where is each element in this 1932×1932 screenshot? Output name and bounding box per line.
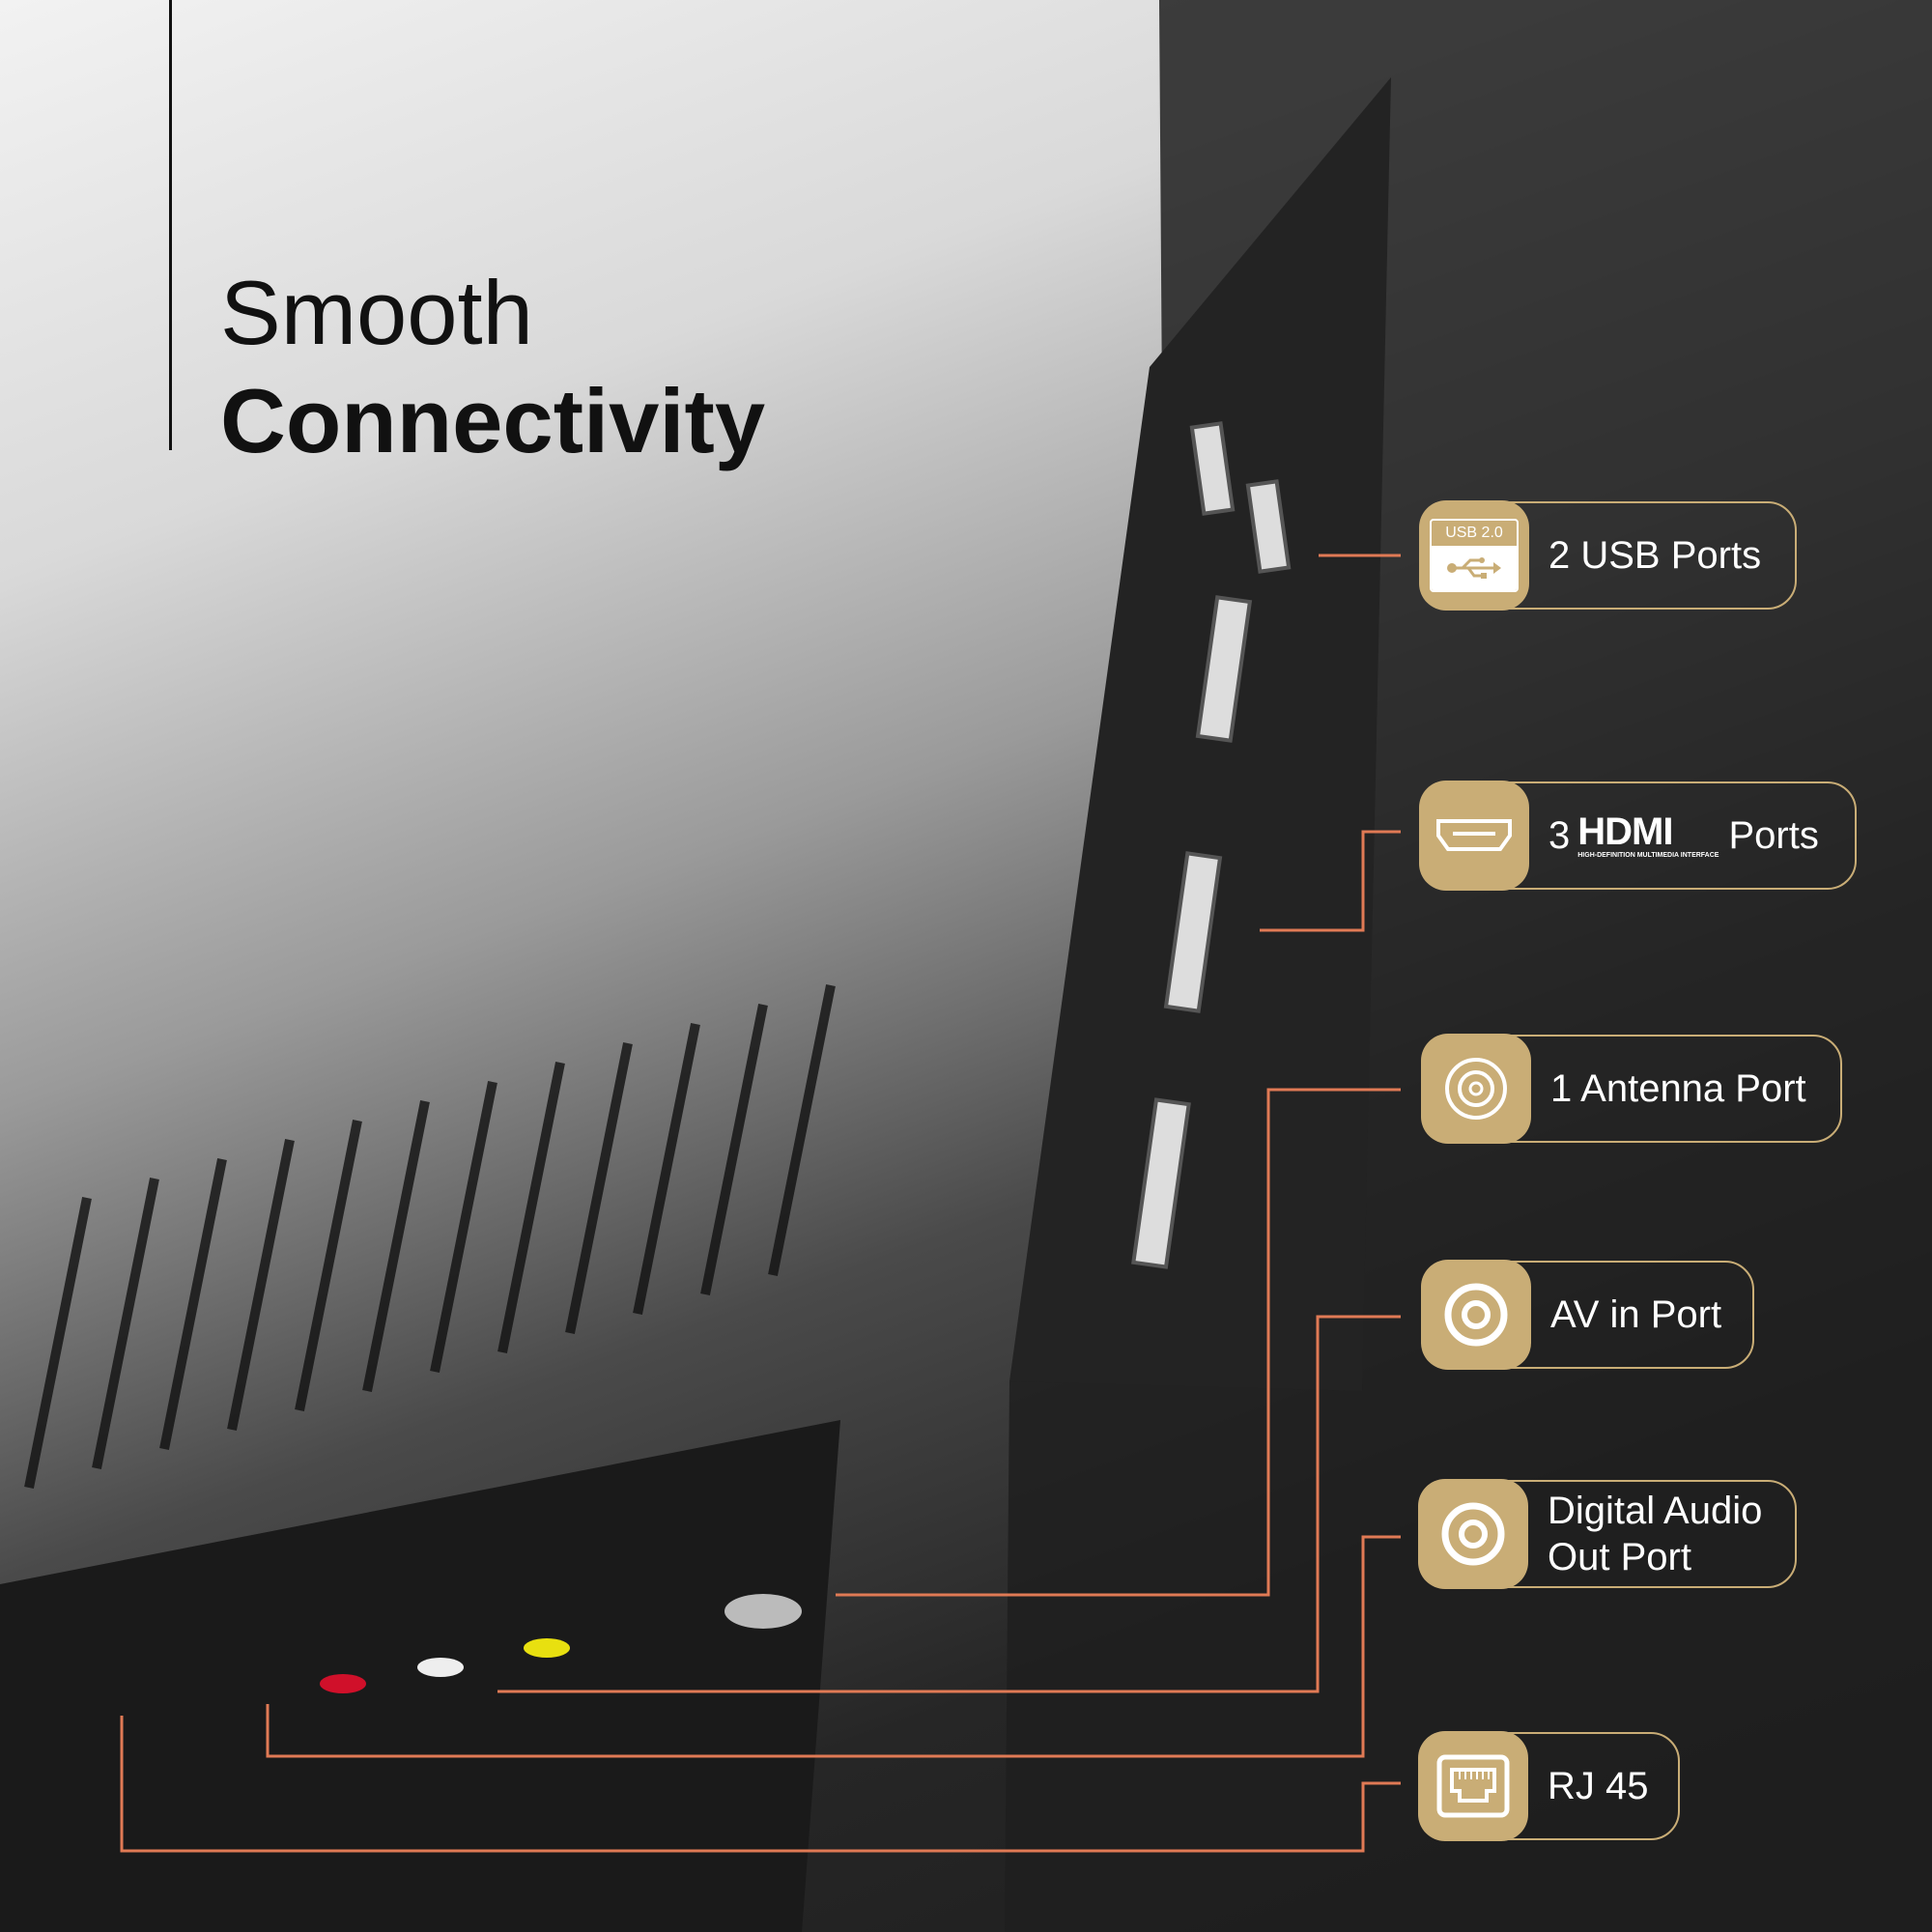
vent-slots bbox=[24, 984, 836, 1489]
hdmi-suffix: Ports bbox=[1728, 814, 1819, 857]
port-label: RJ 45 bbox=[1548, 1765, 1649, 1807]
tv-bottom-panel bbox=[0, 1420, 840, 1932]
port-card-hdmi: 3 HDMI HIGH-DEFINITION MULTIMEDIA INTERF… bbox=[1419, 781, 1857, 891]
optical-icon bbox=[1418, 1479, 1528, 1589]
port-label: 3 HDMI HIGH-DEFINITION MULTIMEDIA INTERF… bbox=[1548, 812, 1819, 860]
port-card-av: AV in Port bbox=[1421, 1260, 1754, 1370]
av-icon bbox=[1421, 1260, 1531, 1370]
hdmi-logo-tagline: HIGH-DEFINITION MULTIMEDIA INTERFACE bbox=[1577, 851, 1719, 859]
usb-icon: USB 2.0 bbox=[1419, 500, 1529, 611]
connector-lines bbox=[120, 554, 1401, 1853]
rca-jacks bbox=[320, 1594, 802, 1693]
port-label-line-2: Out Port bbox=[1548, 1536, 1691, 1578]
port-openings bbox=[1131, 421, 1292, 1269]
usb-symbol bbox=[1432, 546, 1517, 590]
usb-badge: USB 2.0 bbox=[1445, 525, 1503, 541]
antenna-icon bbox=[1421, 1034, 1531, 1144]
port-card-usb: USB 2.0 2 USB Ports bbox=[1419, 500, 1797, 611]
hdmi-icon bbox=[1419, 781, 1529, 891]
port-label: AV in Port bbox=[1550, 1293, 1722, 1336]
port-label: 1 Antenna Port bbox=[1550, 1067, 1806, 1110]
port-label-line-1: Digital Audio bbox=[1548, 1490, 1763, 1532]
port-label: Digital Audio Out Port bbox=[1548, 1488, 1762, 1580]
accent-divider bbox=[169, 0, 172, 450]
port-card-rj45: RJ 45 bbox=[1418, 1731, 1680, 1841]
hdmi-logo-text: HDMI bbox=[1577, 810, 1673, 853]
page-title: Smooth Connectivity bbox=[220, 259, 765, 475]
hdmi-logo: HDMI HIGH-DEFINITION MULTIMEDIA INTERFAC… bbox=[1577, 812, 1719, 860]
ethernet-icon bbox=[1418, 1731, 1528, 1841]
port-card-digital-audio: Digital Audio Out Port bbox=[1418, 1479, 1797, 1589]
title-line-2: Connectivity bbox=[220, 370, 766, 471]
port-card-antenna: 1 Antenna Port bbox=[1421, 1034, 1842, 1144]
hdmi-count: 3 bbox=[1548, 814, 1571, 857]
title-line-1: Smooth bbox=[220, 262, 533, 363]
port-label: 2 USB Ports bbox=[1548, 534, 1762, 577]
